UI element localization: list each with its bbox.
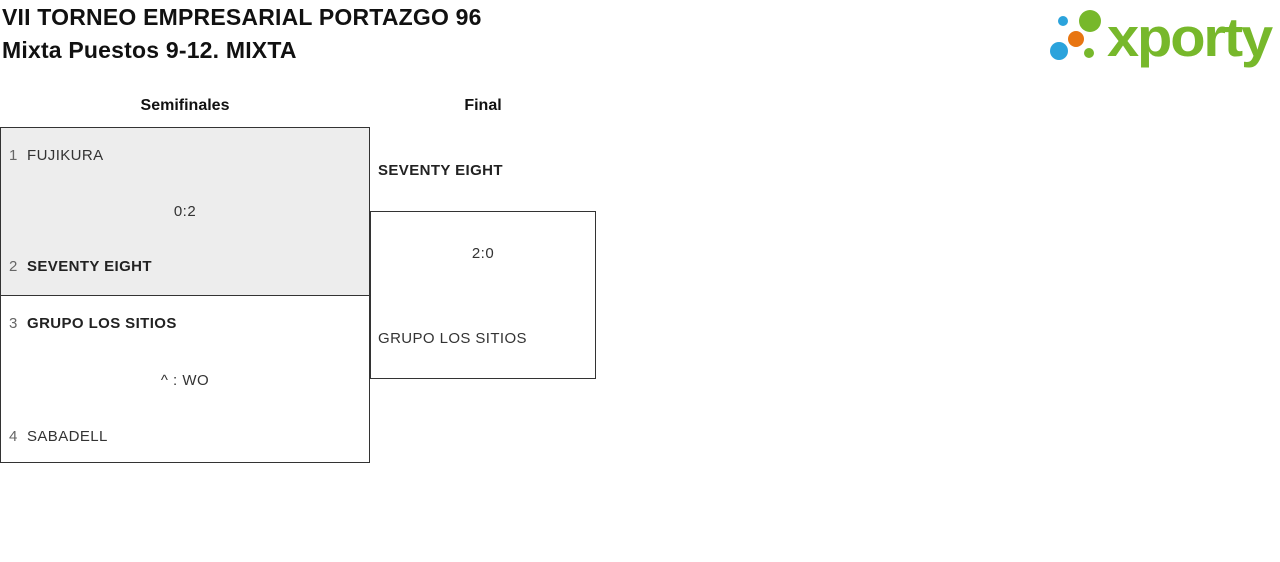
team-name: SEVENTY EIGHT bbox=[378, 162, 503, 179]
match-semifinal-2: 3 GRUPO LOS SITIOS ^ : WO 4 SABADELL bbox=[0, 295, 370, 463]
logo-dot-large-green bbox=[1079, 10, 1101, 32]
match-score: 2:0 bbox=[471, 245, 495, 262]
team-row: SEVENTY EIGHT bbox=[378, 162, 503, 179]
team-row: 3 GRUPO LOS SITIOS bbox=[9, 315, 177, 332]
match-final: SEVENTY EIGHT 2:0 GRUPO LOS SITIOS bbox=[370, 140, 596, 400]
page-title: VII TORNEO EMPRESARIAL PORTAZGO 96 Mixta… bbox=[2, 1, 482, 67]
team-seed: 3 bbox=[9, 315, 18, 332]
team-name: SEVENTY EIGHT bbox=[27, 258, 152, 275]
team-seed: 4 bbox=[9, 428, 18, 445]
xporty-logo[interactable]: xporty bbox=[1045, 0, 1277, 72]
team-seed: 1 bbox=[9, 147, 18, 164]
logo-dot-large-blue bbox=[1050, 42, 1068, 60]
logo-wordmark: xporty bbox=[1107, 6, 1274, 68]
bracket-subtitle: Mixta Puestos 9-12. MIXTA bbox=[2, 37, 297, 63]
logo-dot-small-blue bbox=[1058, 16, 1068, 26]
team-seed: 2 bbox=[9, 258, 18, 275]
logo-dot-small-green bbox=[1084, 48, 1094, 58]
final-match-box bbox=[370, 211, 596, 379]
round-header-final: Final bbox=[464, 97, 502, 114]
team-row: GRUPO LOS SITIOS bbox=[378, 330, 527, 347]
team-row: 1 FUJIKURA bbox=[9, 147, 104, 164]
team-row: 2 SEVENTY EIGHT bbox=[9, 258, 152, 275]
team-name: GRUPO LOS SITIOS bbox=[378, 330, 527, 347]
tournament-title: VII TORNEO EMPRESARIAL PORTAZGO 96 bbox=[2, 4, 482, 30]
logo-dot-orange bbox=[1068, 31, 1084, 47]
team-name: FUJIKURA bbox=[27, 147, 104, 164]
team-name: GRUPO LOS SITIOS bbox=[27, 315, 177, 332]
match-semifinal-1: 1 FUJIKURA 0:2 2 SEVENTY EIGHT bbox=[0, 127, 370, 296]
team-row: 4 SABADELL bbox=[9, 428, 108, 445]
match-score: ^ : WO bbox=[160, 372, 210, 389]
team-name: SABADELL bbox=[27, 428, 108, 445]
round-header-semifinales: Semifinales bbox=[140, 97, 230, 114]
match-score: 0:2 bbox=[173, 203, 197, 220]
